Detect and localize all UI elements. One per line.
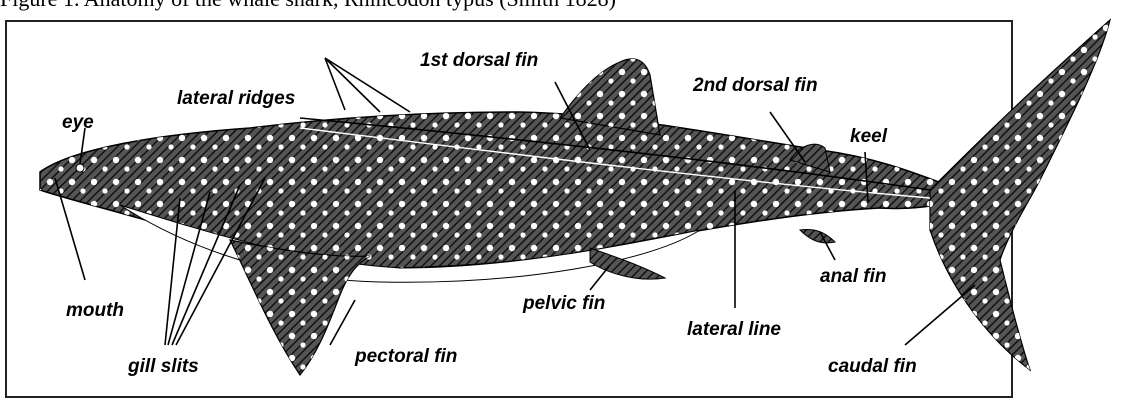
label-eye: eye — [62, 112, 94, 133]
label-pectoral-fin: pectoral fin — [354, 346, 457, 367]
caudal-fin-shape — [930, 20, 1110, 370]
label-anal-fin: anal fin — [820, 266, 887, 287]
label-keel: keel — [850, 126, 888, 147]
eye-spot — [76, 164, 84, 172]
label-second-dorsal-fin: 2nd dorsal fin — [692, 75, 818, 96]
label-pelvic-fin: pelvic fin — [522, 293, 605, 314]
label-mouth: mouth — [66, 300, 124, 321]
anal-fin-shape — [800, 230, 835, 243]
label-lateral-line: lateral line — [687, 319, 781, 340]
label-first-dorsal-fin: 1st dorsal fin — [420, 50, 538, 71]
pectoral-fin-shape — [230, 240, 370, 375]
label-gill-slits: gill slits — [127, 356, 199, 377]
label-caudal-fin: caudal fin — [828, 356, 917, 377]
label-lateral-ridges: lateral ridges — [177, 88, 295, 109]
